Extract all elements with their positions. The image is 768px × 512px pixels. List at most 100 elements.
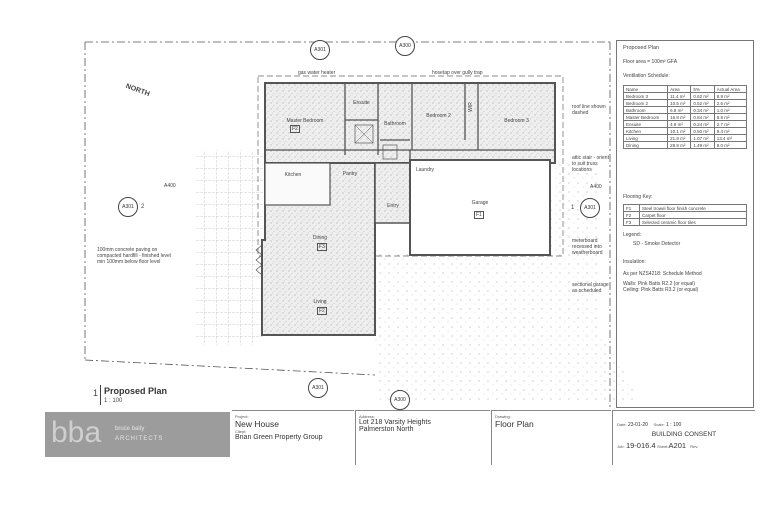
legend-title: Legend: <box>623 232 642 238</box>
project-block: Project: New House Client: Brian Green P… <box>232 410 354 465</box>
sheet-info-block: Date: 23-01-20 Scale: 1 : 100 BUILDING C… <box>612 410 755 465</box>
note-meterboard: meterboard recessed into weatherboard <box>572 238 603 256</box>
room-kitchen: Kitchen <box>284 172 302 178</box>
walls-insulation: Pink Batts R2.2 (or equal) <box>637 281 696 287</box>
room-bedroom-3: Bedroom 3 <box>504 118 529 124</box>
floor-code: F1 <box>474 211 484 219</box>
date-label: Date: <box>617 422 627 427</box>
section-marker: A300 <box>390 390 410 410</box>
note-gas-water-heater: gas water heater <box>298 70 336 76</box>
room-pantry: Pantry <box>342 171 358 177</box>
sheet-number: A201 <box>668 441 687 450</box>
view-number: 1 <box>93 388 99 398</box>
legend-text: - Smoke Detector <box>641 241 681 247</box>
logo-mark: bba <box>51 416 102 449</box>
divider <box>100 385 101 405</box>
driveway <box>375 160 640 400</box>
drawing-label: Drawing: <box>495 414 511 419</box>
smoke-detector-icon: SD <box>633 241 640 247</box>
garage-floor <box>409 159 551 256</box>
section-marker: A300 <box>395 36 415 56</box>
scale: 1 : 100 <box>666 422 682 428</box>
job-label: Job: <box>617 444 625 449</box>
client-label: Client: <box>235 429 247 434</box>
insulation-title: Insulation: <box>623 259 646 265</box>
ceiling-row: Ceiling: Pink Batts R3.2 (or equal) <box>623 287 747 293</box>
project-name: New House <box>235 419 279 429</box>
status: BUILDING CONSENT <box>651 431 717 438</box>
room-laundry: Laundry <box>415 167 435 173</box>
section-marker: A301 <box>308 378 328 398</box>
floor-code: F2 <box>317 307 327 315</box>
ceiling-label: Ceiling: <box>623 287 640 293</box>
flooring-title: Flooring Key: <box>623 194 653 200</box>
scale-label: Scale: <box>653 422 665 427</box>
room-master-bedroom: Master Bedroom <box>286 118 324 124</box>
floor-code: F3 <box>317 243 327 251</box>
address-block: Address: Lot 218 Varsity Heights Palmers… <box>355 410 490 465</box>
sheet-label: Sheet: <box>656 444 669 449</box>
site-boundary <box>84 41 611 410</box>
insulation-method: As per NZS4218: Schedule Method <box>623 271 702 277</box>
panel-title: Proposed Plan <box>623 45 660 51</box>
note-roofline: roof line shown dashed <box>572 104 606 116</box>
address-line-2: Palmerston North <box>359 426 414 433</box>
walls-row: Walls: Pink Batts R2.2 (or equal) <box>623 281 747 287</box>
elevation-marker: A400 <box>590 184 602 190</box>
view-scale: 1 : 100 <box>104 398 123 404</box>
elevation-marker: A400 <box>164 183 176 189</box>
schedule-panel: Proposed Plan Floor area = 100m² GFA Ven… <box>616 40 754 408</box>
room-ensuite: Ensuite <box>353 100 370 106</box>
room-living: Living <box>313 299 327 305</box>
walls-label: Walls: <box>623 281 637 287</box>
architect-logo: bba bruce baity ARCHITECTS <box>45 412 230 457</box>
marker-number: 2 <box>141 204 145 210</box>
drawing-block: Drawing: Floor Plan <box>491 410 611 465</box>
logo-text: ARCHITECTS <box>115 436 164 442</box>
room-bathroom: Bathroom <box>384 121 406 127</box>
note-attic-stair: attic stair - orient to suit truss locat… <box>572 155 609 173</box>
address-label: Address: <box>359 414 375 419</box>
client-name: Brian Green Property Group <box>235 434 323 441</box>
marker-number: 1 <box>571 205 575 211</box>
legend-item: SD - Smoke Detector <box>633 241 747 247</box>
note-hosetap: hosetap over gully trap <box>432 70 483 76</box>
project-label: Project: <box>235 414 249 419</box>
room-dining: Dining <box>312 235 328 241</box>
ceiling-insulation: Pink Batts R3.2 (or equal) <box>641 287 699 293</box>
room-wir: WIR <box>468 102 474 112</box>
room-garage: Garage <box>471 200 489 206</box>
rev-label: Rev: <box>690 444 699 449</box>
note-garage-door: sectional garage as scheduled <box>572 282 609 294</box>
section-marker: A301 <box>310 40 330 60</box>
date: 23-01-20 <box>627 422 648 428</box>
address-line-1: Lot 218 Varsity Heights <box>359 419 431 426</box>
job-number: 19-016.4 <box>625 441 656 450</box>
floor-code: F2 <box>290 125 300 133</box>
section-marker: A301 <box>118 197 138 217</box>
ventilation-title: Ventilation Schedule: <box>623 73 670 79</box>
logo-text: bruce baity <box>115 426 145 432</box>
drawing-name: Floor Plan <box>495 419 534 429</box>
note-paving: 100mm concrete paving on compacted hardf… <box>97 247 171 265</box>
decking <box>195 150 263 345</box>
section-marker: A301 <box>580 198 600 218</box>
room-entry: Entry <box>387 203 399 209</box>
view-title-text: Proposed Plan <box>104 386 168 396</box>
room-bedroom-2: Bedroom 2 <box>426 113 451 119</box>
